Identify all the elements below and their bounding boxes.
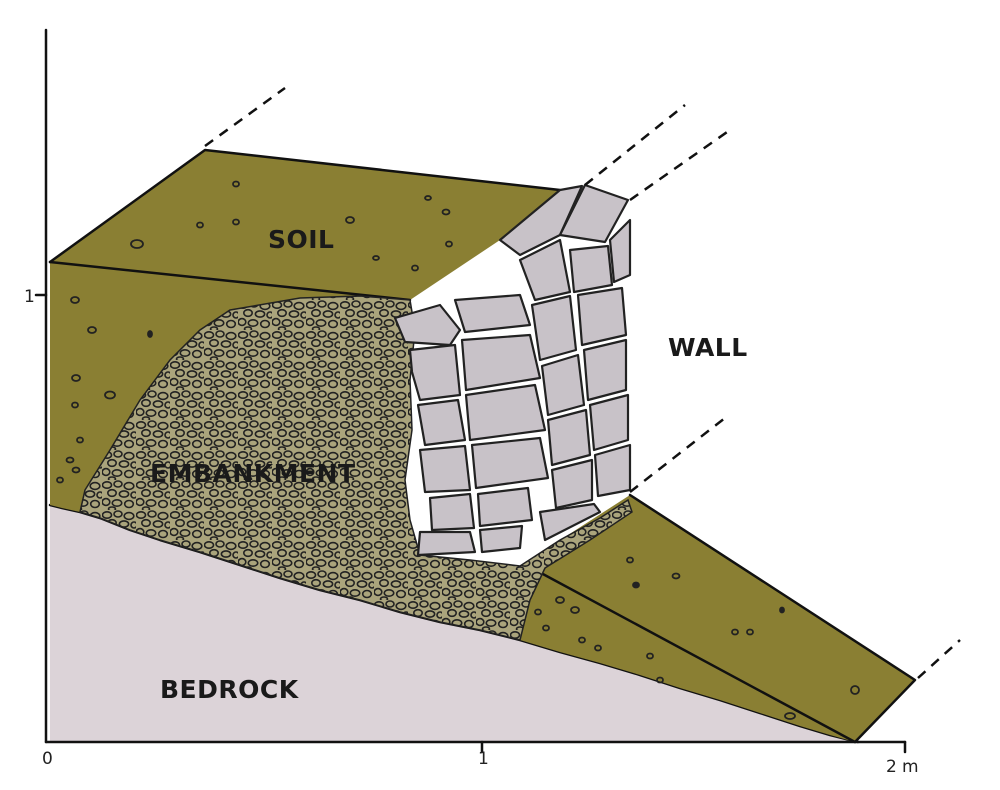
x-tick-2: 2 (886, 757, 897, 777)
label-wall: WALL (668, 333, 748, 362)
label-soil: SOIL (268, 225, 335, 254)
x-tick-0: 0 (42, 749, 53, 769)
y-tick-1: 1 (24, 287, 35, 307)
x-axis-unit: m (902, 757, 919, 777)
stone-wall (395, 295, 548, 555)
label-bedrock: BEDROCK (160, 675, 300, 704)
label-embankment: EMBANKMENT (150, 459, 356, 488)
x-tick-1: 1 (478, 749, 489, 769)
